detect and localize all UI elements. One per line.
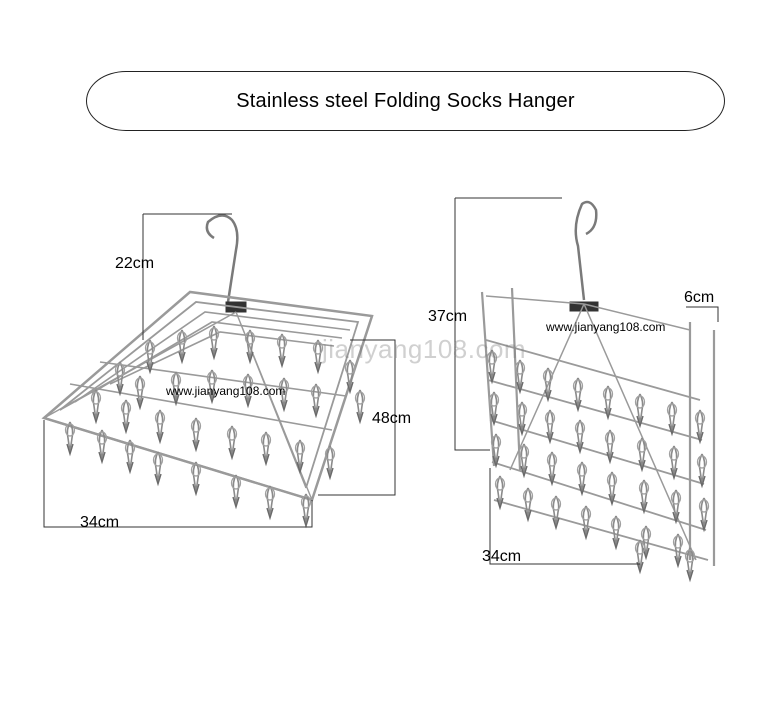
product-title: Stainless steel Folding Socks Hanger — [236, 89, 575, 112]
dimension-depth: 6cm — [684, 289, 715, 306]
website-label-left: www.jianyang108.com — [166, 384, 286, 398]
watermark-text: jianyang108.com — [322, 334, 527, 364]
dimension-height: 37cm — [428, 308, 468, 325]
dimension-right-width: 34cm — [482, 548, 522, 565]
left-hanger-photo — [41, 214, 374, 527]
title-banner: Stainless steel Folding Socks Hanger — [86, 71, 725, 131]
left-hook — [205, 214, 239, 303]
website-label-right: www.jianyang108.com — [546, 320, 666, 334]
right-hanger-photo — [480, 200, 716, 581]
right-hook — [574, 200, 598, 301]
right-dimension-lines — [454, 197, 719, 565]
dimension-hook-height: 22cm — [115, 255, 155, 272]
left-dimension-lines — [43, 213, 396, 528]
dimension-left-width: 34cm — [80, 514, 120, 531]
right-center-plate — [569, 301, 599, 312]
dimension-length: 48cm — [372, 410, 412, 427]
